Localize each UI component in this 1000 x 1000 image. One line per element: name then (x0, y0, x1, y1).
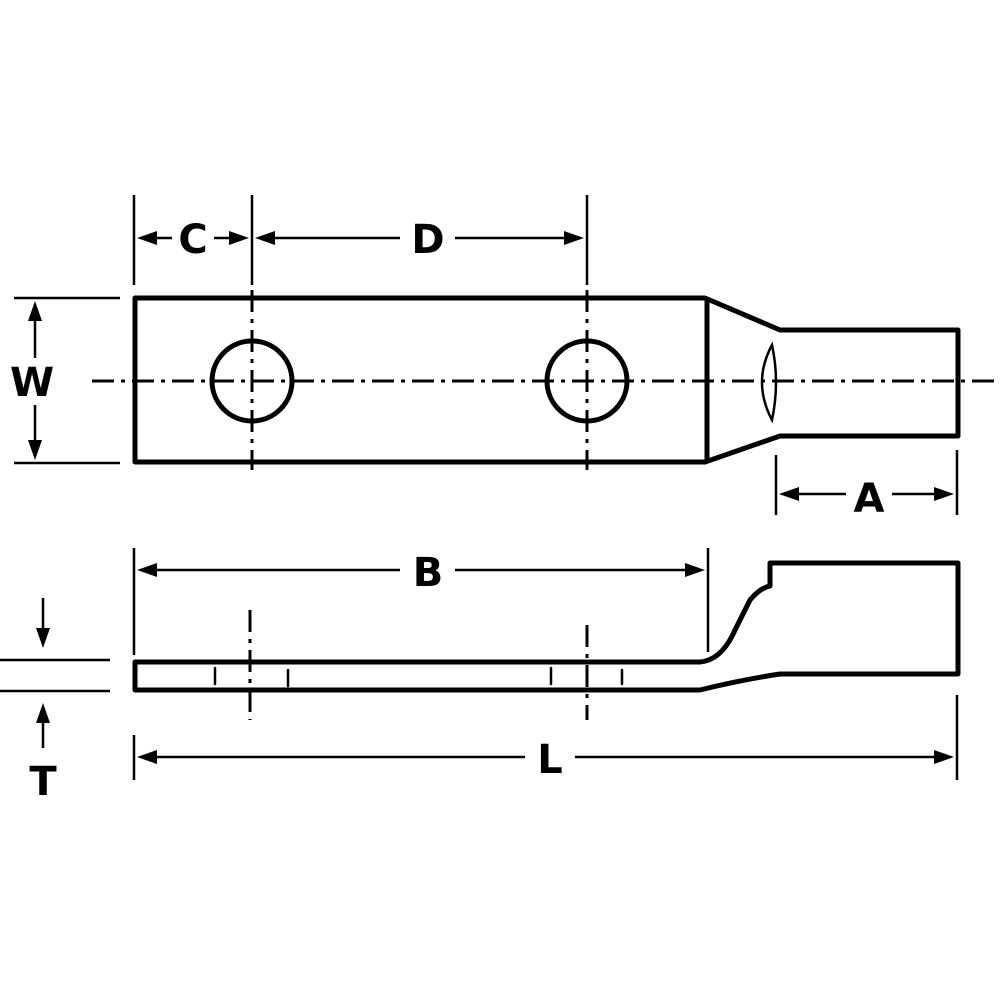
label-l: L (537, 737, 563, 783)
side-view (132, 560, 961, 720)
label-w: W (10, 360, 54, 406)
label-b: B (413, 550, 444, 596)
label-a: A (854, 476, 885, 522)
dimension-t: T (0, 598, 110, 805)
label-c: C (178, 217, 207, 263)
label-t: T (29, 759, 57, 805)
dimension-b: B (132, 548, 710, 655)
label-d: D (411, 217, 444, 263)
inspection-window (760, 341, 778, 424)
dimension-c: C (137, 217, 249, 263)
dimension-d: D (255, 217, 584, 263)
dimension-a: A (774, 450, 959, 522)
top-view (92, 290, 1000, 470)
side-view-outline (132, 560, 961, 693)
top-view-outline (132, 295, 961, 465)
dimension-l: L (132, 695, 959, 783)
dimension-w: W (10, 296, 120, 465)
